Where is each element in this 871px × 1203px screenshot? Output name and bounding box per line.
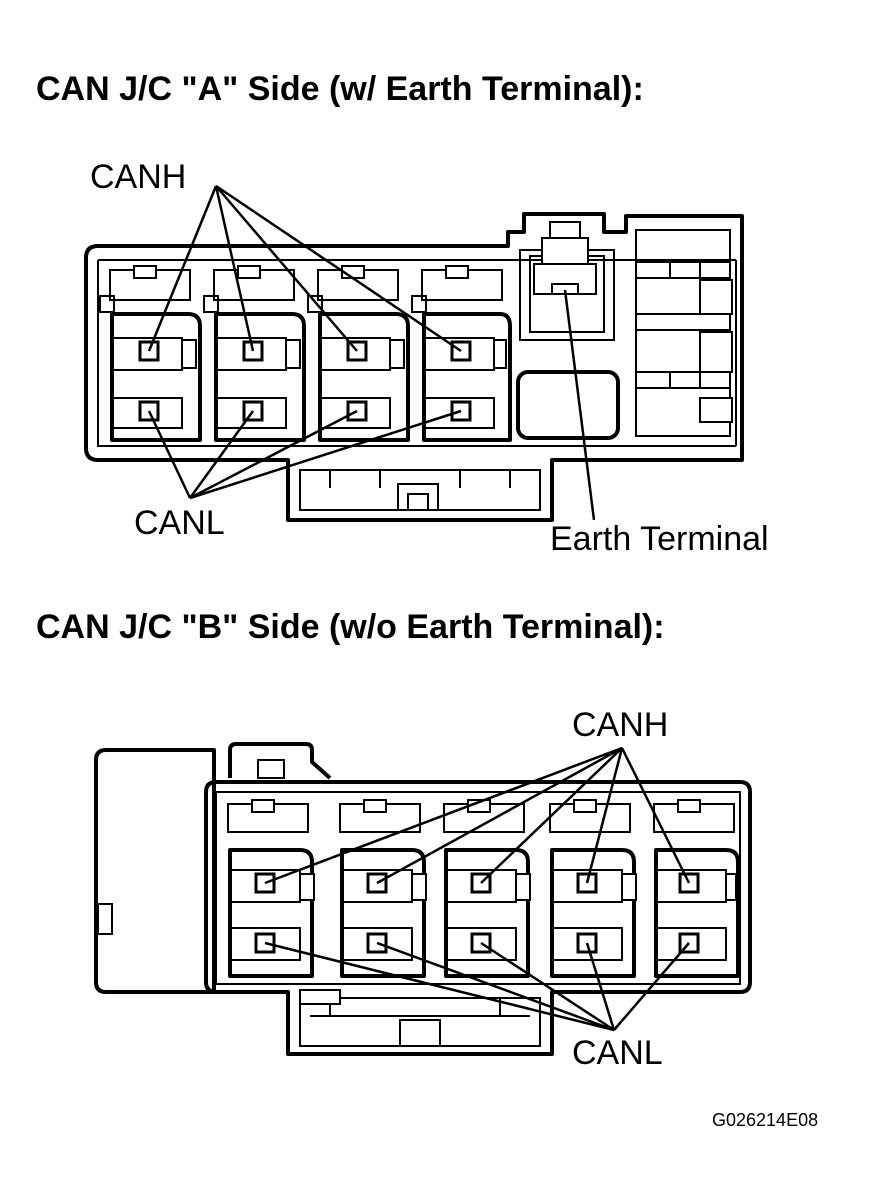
side-b-connector-body (94, 742, 752, 1056)
side-a-connector-body (84, 212, 744, 522)
side-b-cavity-3 (443, 799, 531, 978)
side-b-title: CAN J/C "B" Side (w/o Earth Terminal): (36, 608, 665, 646)
side-a-cavity-4 (411, 265, 512, 442)
side-a-earth-terminal-label: Earth Terminal (550, 520, 769, 558)
side-a-cavity-2 (203, 265, 306, 442)
side-b-canl-leader-lines (264, 941, 690, 1032)
side-b-cavity-1 (227, 799, 315, 978)
side-b-canl-label: CANL (572, 1034, 663, 1072)
side-a-canl-label: CANL (134, 504, 225, 542)
side-b-cavity-5 (653, 799, 740, 978)
side-a-cavity-1 (99, 265, 202, 442)
figure-code: G026214E08 (712, 1110, 819, 1130)
side-a-canh-leader-lines (147, 184, 462, 353)
side-a-earth-leader-line (563, 289, 596, 521)
side-b-canh-leader-lines (264, 746, 691, 885)
side-a-cavity-3 (307, 265, 410, 442)
side-b-cavity-2 (339, 799, 427, 978)
side-b-canh-label: CANH (572, 706, 669, 744)
side-a-canh-label: CANH (90, 158, 187, 196)
side-a-canl-leader-lines (147, 409, 462, 500)
side-b-cavity-4 (549, 799, 637, 978)
side-a-title: CAN J/C "A" Side (w/ Earth Terminal): (36, 70, 644, 108)
